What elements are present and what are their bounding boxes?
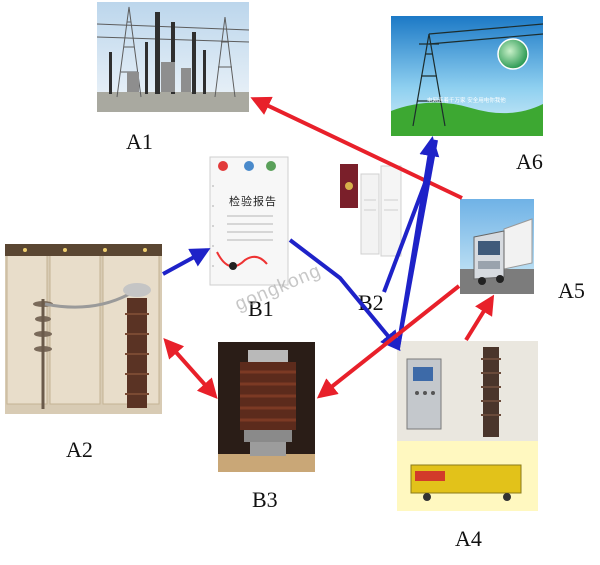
a5-label: A5	[558, 278, 585, 303]
b1-label: B1	[248, 296, 274, 321]
a6-poster-slogan: 电网连着千万家 安全用电你我他	[427, 98, 506, 104]
a1-substation-photo	[97, 2, 249, 112]
arrow-a2-b3	[163, 338, 218, 399]
a5-truck-photo	[460, 199, 534, 294]
arrow-a4-to-a5	[464, 294, 495, 342]
a4-test-equipment-cart-photo	[397, 341, 538, 511]
a1-label: A1	[126, 129, 153, 154]
arrow-b1-to-a4	[288, 238, 401, 352]
b2-certificates-image	[335, 160, 405, 265]
b3-label: B3	[252, 487, 278, 512]
a2-label: A2	[66, 437, 93, 462]
arrow-a4-to-a6-3	[382, 169, 432, 293]
arrow-a4-to-b3	[316, 284, 461, 399]
a6-label: A6	[516, 149, 543, 174]
b1-report-title: 检验报告	[229, 195, 277, 208]
a4-label: A4	[455, 526, 482, 551]
b1-test-report-document: 检验报告	[209, 156, 289, 286]
a6-power-grid-poster: 电网连着千万家 安全用电你我他	[391, 16, 543, 136]
a2-hv-test-hall-photo	[5, 244, 162, 414]
b3-bushing-insulator-photo	[218, 342, 315, 472]
arrow-a2-to-b1	[162, 248, 211, 276]
